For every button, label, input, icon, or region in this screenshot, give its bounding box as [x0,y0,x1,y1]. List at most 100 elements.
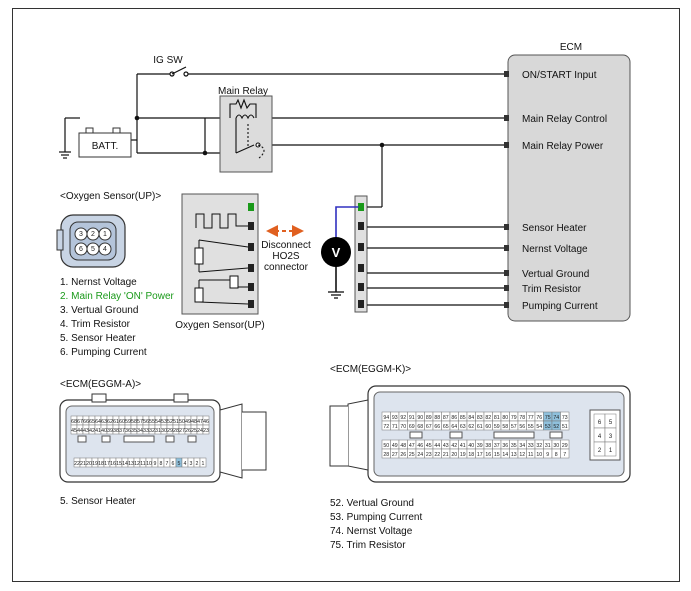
connector-pin-number: 54 [155,419,161,425]
connector-pin-number: 36 [125,428,131,434]
connector-pin-number: 83 [477,415,483,421]
connector-pin-number: 70 [400,424,406,430]
connector-pin-number: 18 [468,452,474,458]
connector-pin-number: 72 [383,424,389,430]
connector-pin-number: 8 [555,452,558,458]
connector-pin-number: 11 [528,452,533,458]
connector-pin-number: 93 [392,415,398,421]
connector-pin-number: 49 [185,419,191,425]
connector-pin-number: 89 [426,415,432,421]
connector-pin-number: 84 [468,415,474,421]
connector-pin-number: 43 [443,443,449,449]
connector-pin-number: 10 [536,452,542,458]
ecm-input-main-relay-power: Main Relay Power [522,141,604,152]
connector-pin-number: 78 [519,415,525,421]
ecm-input-on-start: ON/START Input [522,70,597,81]
connector-pin-number: 5 [178,461,181,467]
ecm-k-title: <ECM(EGGM-K)> [330,364,411,375]
connector-pin-number: 54 [536,424,542,430]
connector-pin-number: 12 [519,452,525,458]
connector-pin-number: 71 [392,424,398,430]
connector-pin-number: 25 [409,452,415,458]
connector-pin-number: 77 [528,415,534,421]
connector-pin-number: 51 [562,424,568,430]
connector-pin-number: 9 [546,452,549,458]
connector-pin-number: 14 [122,461,128,467]
harness-connector [354,195,368,313]
connector-pin-number: 53 [545,424,551,430]
connector-pin-number: 4 [598,434,602,440]
connector-pin-number: 39 [107,428,113,434]
connector-pin-number: 60 [485,424,491,430]
connector-pin-number: 81 [494,415,500,421]
connector-pin-cell [560,420,570,431]
ecm-a-note: 5. Sensor Heater [60,496,136,507]
connector-pin-number: 67 [426,424,432,430]
o2-list-5: 5. Sensor Heater [60,333,136,344]
connector-pin-number: 44 [77,428,83,434]
connector-pin-number: 64 [451,424,457,430]
connector-pin-number: 59 [494,424,500,430]
ecm-k-connector [329,385,631,483]
connector-pin-number: 7 [563,452,566,458]
battery-ground [59,151,71,159]
ecm-k-note-52: 52. Vertual Ground [330,498,414,509]
connector-pin-number: 16 [485,452,491,458]
connector-pin-number: 58 [131,419,137,425]
connector-pin-number: 55 [528,424,534,430]
battery [78,132,132,158]
connector-pin-number: 9 [154,461,157,467]
connector-pin-number: 6 [172,461,175,467]
connector-pin-number: 19 [92,461,98,467]
connector-pin-number: 82 [485,415,491,421]
ecm-input-pumping-current: Pumping Current [522,301,598,312]
ecm-input-nernst-voltage: Nernst Voltage [522,244,588,255]
connector-pin-number: 87 [443,415,449,421]
connector-pin-number: 67 [77,419,83,425]
connector-pin-number: 61 [113,419,119,425]
connector-pin-number: 2 [598,448,602,454]
o2-pin-4: 4 [103,246,107,253]
connector-pin-number: 61 [477,424,483,430]
connector-pin-cell [604,441,617,457]
o2-pin-1: 1 [103,231,107,238]
connector-pin-number: 40 [101,428,107,434]
connector-pin-number: 24 [197,428,203,434]
connector-pin-number: 15 [116,461,122,467]
relay-internals [229,98,265,160]
connector-pin-number: 48 [191,419,197,425]
connector-pin-number: 42 [451,443,457,449]
connector-pin-number: 4 [184,461,187,467]
connector-pin-number: 66 [434,424,440,430]
connector-pin-number: 32 [536,443,542,449]
connector-pin-number: 11 [140,461,145,467]
connector-pin-number: 85 [460,415,466,421]
disconnect-line-2: HO2S [272,251,300,262]
o2-connector-face [56,214,126,268]
connector-pin-number: 10 [146,461,152,467]
connector-pin-number: 31 [545,443,551,449]
connector-pin-number: 28 [383,452,389,458]
disconnect-line-1: Disconnect [261,240,311,251]
connector-pin-number: 57 [511,424,517,430]
connector-pin-number: 49 [392,443,398,449]
connector-pin-number: 40 [468,443,474,449]
connector-pin-number: 94 [383,415,389,421]
connector-pin-number: 55 [149,419,155,425]
connector-pin-number: 66 [83,419,89,425]
connector-pin-number: 7 [166,461,169,467]
ecm-k-note-53: 53. Pumping Current [330,512,422,523]
connector-pin-number: 13 [128,461,134,467]
ecm-a-title: <ECM(EGGM-A)> [60,379,141,390]
connector-pin-number: 44 [434,443,440,449]
connector-pin-number: 65 [443,424,449,430]
connector-pin-number: 69 [409,424,415,430]
battery-label: BATT. [92,141,118,152]
o2-sensor-internals [194,213,249,305]
o2-pin-2: 2 [91,231,95,238]
connector-pin-number: 86 [451,415,457,421]
